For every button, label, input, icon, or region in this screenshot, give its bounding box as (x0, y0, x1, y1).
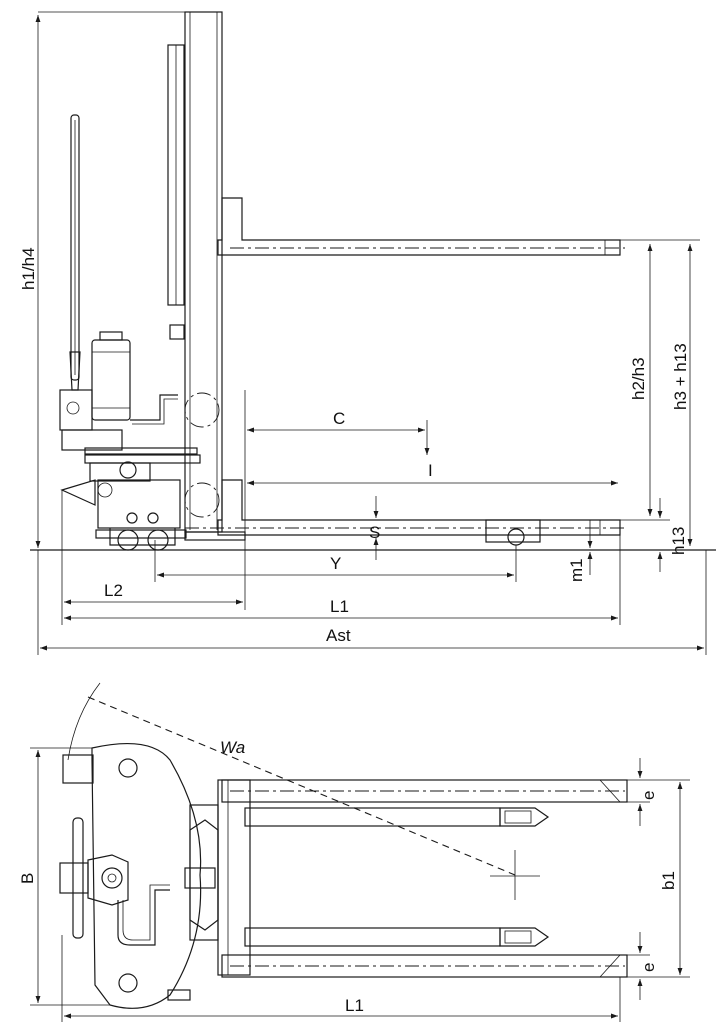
label-h3-h13: h3 + h13 (671, 343, 690, 410)
dim-m1: m1 (567, 520, 593, 582)
dim-i: I (247, 461, 618, 486)
rear-plate (167, 989, 191, 1001)
dim-h1-h4: h1/h4 (19, 11, 185, 548)
dim-e-bottom: e (627, 932, 658, 1000)
dim-h2-h3: h2/h3 (620, 239, 700, 516)
dim-e-top: e (627, 758, 690, 826)
dim-b: B (18, 747, 110, 1006)
bolt-bottom (118, 973, 138, 993)
label-h1-h4: h1/h4 (19, 247, 38, 290)
label-ast: Ast (326, 626, 351, 645)
label-b: B (18, 873, 37, 884)
label-b1: b1 (659, 871, 678, 890)
tiller-top (59, 817, 170, 946)
side-view: h1/h4 h2/h3 h3 + h13 h13 C (19, 11, 716, 655)
hydraulic-pump (59, 331, 220, 518)
raised-forks (217, 197, 625, 256)
carriage-plate (84, 447, 198, 455)
label-e-bottom: e (639, 963, 658, 972)
dim-ast: Ast (37, 550, 707, 655)
lowered-forks (184, 479, 625, 546)
top-view: Wa (18, 682, 690, 1022)
dim-l1-top: L1 (61, 935, 621, 1022)
dim-b1: b1 (627, 782, 690, 978)
label-l1-side: L1 (330, 597, 349, 616)
dim-h13: h13 (620, 498, 688, 572)
wa-line (87, 696, 516, 876)
turning-arc (67, 682, 101, 761)
mast-top (184, 779, 251, 976)
label-h13: h13 (669, 527, 688, 555)
battery-box (62, 754, 94, 784)
dim-l2: L2 (61, 490, 246, 625)
bolt-top (118, 758, 138, 778)
label-s: S (369, 523, 380, 542)
dim-c: C (244, 390, 430, 550)
label-c: C (333, 409, 345, 428)
dim-y: Y (154, 540, 517, 582)
label-wa: Wa (220, 738, 245, 757)
dim-s: S (369, 496, 380, 560)
fork-frame (221, 779, 628, 978)
dim-l1-side: L1 (64, 535, 621, 625)
body-outline (91, 743, 202, 1009)
tiller-handle (69, 114, 81, 391)
label-y: Y (330, 554, 341, 573)
label-i: I (428, 461, 433, 480)
drive-unit (60, 454, 201, 551)
dim-h3-h13: h3 + h13 (671, 244, 693, 546)
label-l1-top: L1 (345, 996, 364, 1015)
label-e-top: e (639, 791, 658, 800)
label-l2: L2 (104, 581, 123, 600)
label-h2-h3: h2/h3 (629, 357, 648, 400)
label-m1: m1 (567, 558, 586, 582)
